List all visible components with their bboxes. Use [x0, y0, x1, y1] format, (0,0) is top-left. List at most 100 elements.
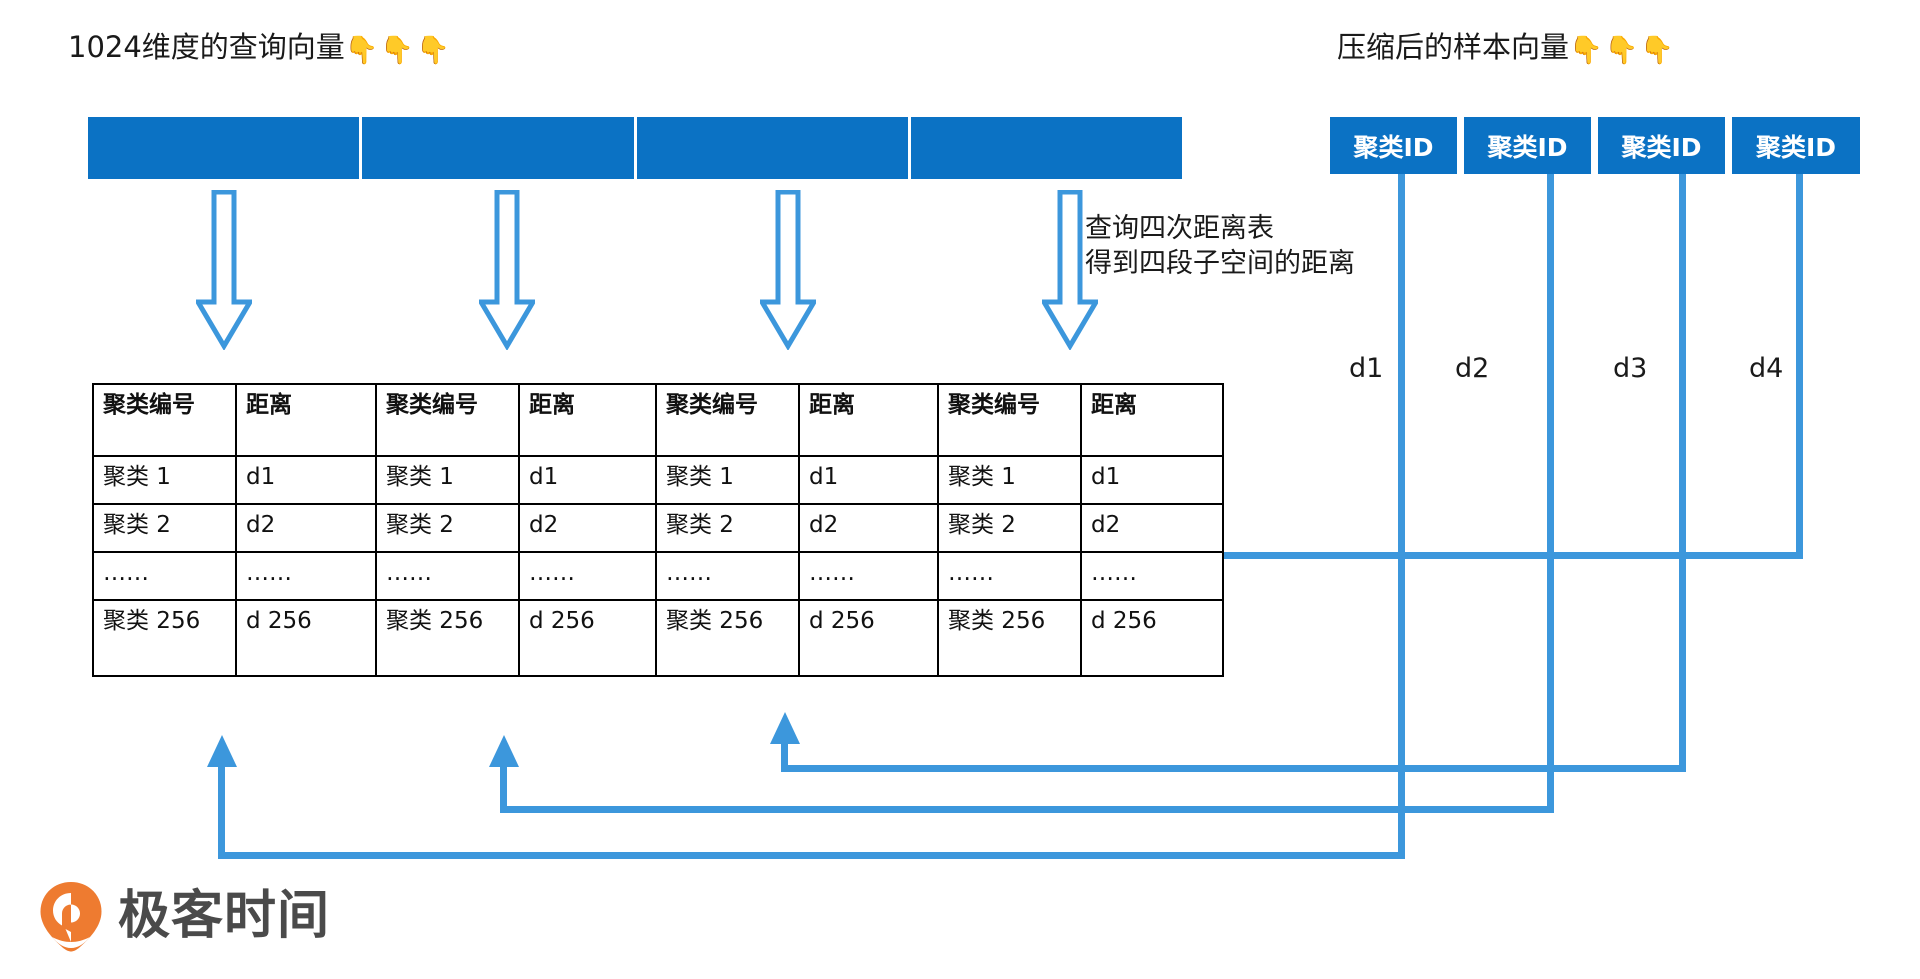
table-row: 聚类 1 d1 [375, 455, 662, 505]
query-vector-title-text: 1024维度的查询向量 [68, 30, 345, 64]
table-2-r4-c2: d 256 [518, 599, 662, 677]
table-1-r1-c1: 聚类 1 [92, 455, 237, 505]
table-header-row: 聚类编号 距离 [92, 383, 379, 457]
geektime-logo-text: 极客时间 [118, 886, 331, 946]
connector-1-riser [218, 762, 225, 854]
table-4-r4-c2: d 256 [1080, 599, 1224, 677]
connector-1-horizontal [218, 852, 1405, 859]
compressed-vector-title-text: 压缩后的样本向量 [1337, 30, 1570, 64]
connector-4-horizontal [1196, 552, 1803, 559]
table-row: 聚类 256 d 256 [375, 599, 662, 677]
query-annotation: 查询四次距离表 得到四段子空间的距离 [1085, 213, 1355, 279]
point-down-emoji-group-left: 👇👇👇 [344, 35, 452, 66]
table-row: 聚类 2 d2 [655, 503, 942, 553]
table-row: 聚类 1 d1 [92, 455, 379, 505]
query-vector-segment-2 [362, 117, 637, 179]
table-row: 聚类 256 d 256 [937, 599, 1224, 677]
table-2-r3-c2: …… [518, 551, 662, 601]
table-row: …… …… [92, 551, 379, 601]
distance-label-d1: d1 [1349, 353, 1384, 384]
compressed-vector-title: 压缩后的样本向量👇👇👇 [1337, 30, 1676, 65]
table-4-r2-c1: 聚类 2 [937, 503, 1082, 553]
table-3-r1-c2: d1 [798, 455, 942, 505]
table-4-header-cluster: 聚类编号 [937, 383, 1082, 457]
arrow-down-icon-2 [479, 190, 535, 350]
connector-1-vertical [1398, 174, 1405, 859]
arrow-down-icon-1 [196, 190, 252, 350]
geektime-logo: 极客时间 [38, 880, 330, 952]
connector-3-vertical [1679, 174, 1686, 772]
connector-4-vertical [1796, 174, 1803, 559]
connector-3-arrowhead-icon [770, 712, 800, 744]
table-row: 聚类 256 d 256 [655, 599, 942, 677]
query-vector-segment-1 [88, 117, 363, 179]
table-4-r2-c2: d2 [1080, 503, 1224, 553]
cluster-id-label-2: 聚类ID [1487, 132, 1568, 162]
cluster-id-label-1: 聚类ID [1353, 132, 1434, 162]
cluster-id-label-3: 聚类ID [1621, 132, 1702, 162]
table-row: 聚类 1 d1 [937, 455, 1224, 505]
connector-2-arrowhead-icon [489, 735, 519, 767]
distance-label-d4: d4 [1749, 353, 1784, 384]
table-3-r2-c2: d2 [798, 503, 942, 553]
distance-table-2: 聚类编号 距离 聚类 1 d1 聚类 2 d2 …… …… 聚类 256 d 2… [375, 383, 662, 677]
cluster-id-box-4: 聚类ID [1732, 117, 1860, 174]
table-3-r3-c1: …… [655, 551, 800, 601]
table-1-header-cluster: 聚类编号 [92, 383, 237, 457]
table-row: …… …… [375, 551, 662, 601]
table-3-header-distance: 距离 [798, 383, 942, 457]
table-row: …… …… [937, 551, 1224, 601]
connector-3-riser [781, 740, 788, 770]
distance-table-1: 聚类编号 距离 聚类 1 d1 聚类 2 d2 …… …… 聚类 256 d 2… [92, 383, 379, 677]
table-header-row: 聚类编号 距离 [375, 383, 662, 457]
cluster-id-label-4: 聚类ID [1755, 132, 1837, 162]
connector-3-horizontal [781, 765, 1686, 772]
table-1-r1-c2: d1 [235, 455, 379, 505]
table-row: 聚类 1 d1 [655, 455, 942, 505]
table-2-header-cluster: 聚类编号 [375, 383, 520, 457]
query-vector-segment-4 [910, 117, 1182, 179]
connector-2-horizontal [500, 806, 1554, 813]
table-2-r3-c1: …… [375, 551, 520, 601]
table-row: 聚类 256 d 256 [92, 599, 379, 677]
table-1-r2-c2: d2 [235, 503, 379, 553]
arrow-down-icon-3 [760, 190, 816, 350]
query-vector-segment-3 [636, 117, 911, 179]
cluster-id-box-3: 聚类ID [1598, 117, 1725, 174]
table-2-r2-c2: d2 [518, 503, 662, 553]
table-2-r2-c1: 聚类 2 [375, 503, 520, 553]
distance-table-4: 聚类编号 距离 聚类 1 d1 聚类 2 d2 …… …… 聚类 256 d 2… [937, 383, 1224, 677]
distance-label-d3: d3 [1613, 353, 1648, 384]
table-4-r3-c2: …… [1080, 551, 1224, 601]
compressed-vector-bar: 聚类ID 聚类ID 聚类ID 聚类ID [1330, 117, 1860, 174]
query-vector-title: 1024维度的查询向量👇👇👇 [68, 30, 452, 66]
table-3-header-cluster: 聚类编号 [655, 383, 800, 457]
table-3-r3-c2: …… [798, 551, 942, 601]
table-1-header-distance: 距离 [235, 383, 379, 457]
table-2-header-distance: 距离 [518, 383, 662, 457]
geektime-mark-icon [40, 882, 102, 952]
connector-2-vertical [1547, 174, 1554, 813]
connector-2-riser [500, 762, 507, 810]
cluster-id-box-1: 聚类ID [1330, 117, 1457, 174]
table-4-r3-c1: …… [937, 551, 1082, 601]
table-header-row: 聚类编号 距离 [655, 383, 942, 457]
table-1-r2-c1: 聚类 2 [92, 503, 237, 553]
table-2-r4-c1: 聚类 256 [375, 599, 520, 677]
table-3-r2-c1: 聚类 2 [655, 503, 800, 553]
table-header-row: 聚类编号 距离 [937, 383, 1224, 457]
table-2-r1-c1: 聚类 1 [375, 455, 520, 505]
table-row: 聚类 2 d2 [937, 503, 1224, 553]
cluster-id-box-2: 聚类ID [1464, 117, 1591, 174]
distance-table-3: 聚类编号 距离 聚类 1 d1 聚类 2 d2 …… …… 聚类 256 d 2… [655, 383, 942, 677]
table-row: 聚类 2 d2 [375, 503, 662, 553]
table-4-r1-c2: d1 [1080, 455, 1224, 505]
table-1-r4-c2: d 256 [235, 599, 379, 677]
table-4-r4-c1: 聚类 256 [937, 599, 1082, 677]
table-3-r1-c1: 聚类 1 [655, 455, 800, 505]
table-1-r3-c1: …… [92, 551, 237, 601]
distance-label-d2: d2 [1455, 353, 1490, 384]
table-3-r4-c1: 聚类 256 [655, 599, 800, 677]
table-row: 聚类 2 d2 [92, 503, 379, 553]
